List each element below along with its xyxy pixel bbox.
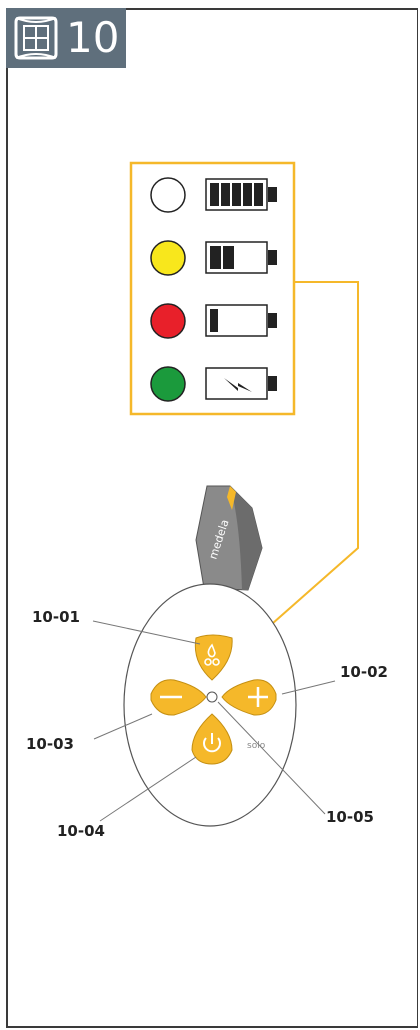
droplet-icon xyxy=(204,643,220,666)
legend-row-red xyxy=(150,303,277,339)
chapter-tab: 10 xyxy=(6,8,126,68)
legend-row-green xyxy=(150,366,277,402)
device-body xyxy=(123,583,297,827)
callout-10-01: 10-01 xyxy=(32,608,80,626)
legend-row-yellow xyxy=(150,240,277,276)
power-button[interactable] xyxy=(191,713,233,765)
legend-row-white xyxy=(150,177,277,213)
legend-connector-line xyxy=(212,281,359,677)
minus-button[interactable] xyxy=(150,679,207,716)
callout-10-04: 10-04 xyxy=(57,822,105,840)
plus-button[interactable] xyxy=(221,679,277,716)
device-strap: medela xyxy=(195,485,263,591)
chapter-icon xyxy=(14,16,58,60)
plus-icon xyxy=(248,687,268,707)
chapter-number: 10 xyxy=(66,13,120,62)
leader-line-10-03 xyxy=(93,713,153,740)
power-icon xyxy=(203,733,221,753)
battery-medium-icon xyxy=(205,241,277,274)
model-label: solo xyxy=(247,741,266,751)
page-frame xyxy=(6,8,418,1028)
leader-line-10-04 xyxy=(99,756,197,822)
battery-full-icon xyxy=(205,178,277,211)
status-led xyxy=(206,691,218,703)
led-red-icon xyxy=(150,303,186,339)
leader-line-10-05 xyxy=(217,701,326,815)
led-yellow-icon xyxy=(150,240,186,276)
callout-10-05: 10-05 xyxy=(326,808,374,826)
battery-charging-icon xyxy=(205,367,277,400)
callout-10-02: 10-02 xyxy=(340,663,388,681)
leader-line-10-02 xyxy=(281,680,336,695)
led-white-icon xyxy=(150,177,186,213)
lightning-icon xyxy=(224,378,252,392)
letdown-button[interactable] xyxy=(194,634,233,681)
callout-10-03: 10-03 xyxy=(26,735,74,753)
battery-low-icon xyxy=(205,304,277,337)
led-green-icon xyxy=(150,366,186,402)
leader-line-10-01 xyxy=(92,620,201,645)
